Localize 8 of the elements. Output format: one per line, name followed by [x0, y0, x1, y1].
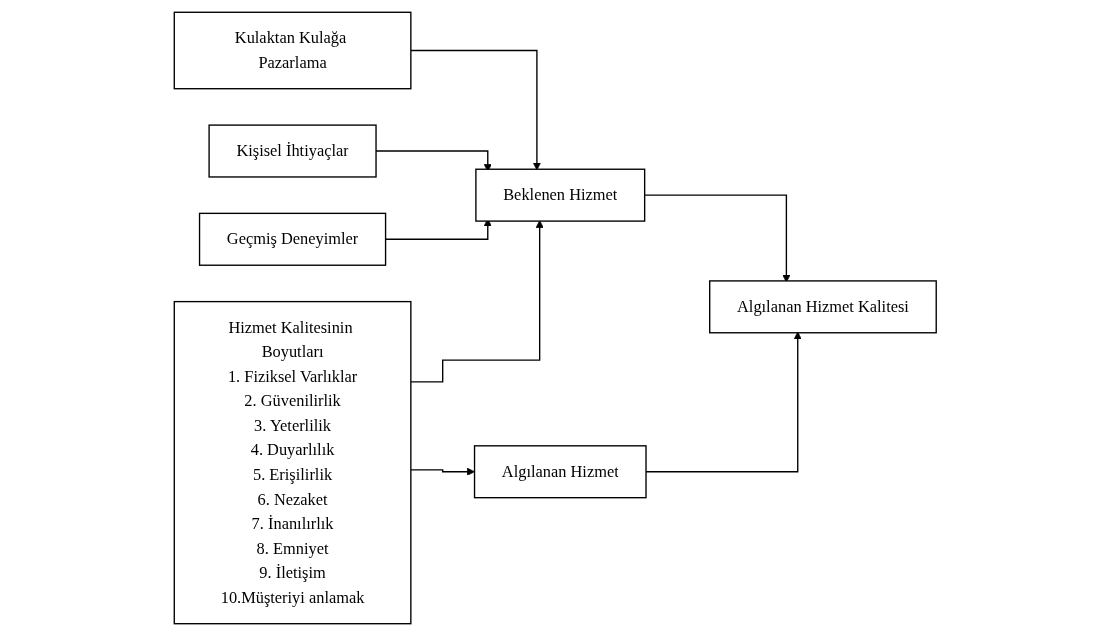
node-box: Kulaktan Kulağa Pazarlama — [173, 11, 412, 90]
node-box: Geçmiş Deneyimler — [198, 212, 386, 266]
node-box: Algılanan Hizmet — [473, 445, 647, 499]
node-box: Beklenen Hizmet — [474, 168, 646, 222]
node-box: Algılanan Hizmet Kalitesi — [708, 280, 937, 334]
node-box: Kişisel İhtiyaçlar — [208, 124, 377, 178]
arrow — [645, 331, 802, 473]
node-box: Hizmet Kalitesinin Boyutları 1. Fiziksel Varlıklar 2. Güvenilirlik 3. Yeterlilik 4. Duyarlılık 5. Erişilirlik 6. Nezaket 7. İnanılırlık 8. Emniyet 9. İletişim 10.Müşteriyi anlamak — [173, 300, 412, 625]
